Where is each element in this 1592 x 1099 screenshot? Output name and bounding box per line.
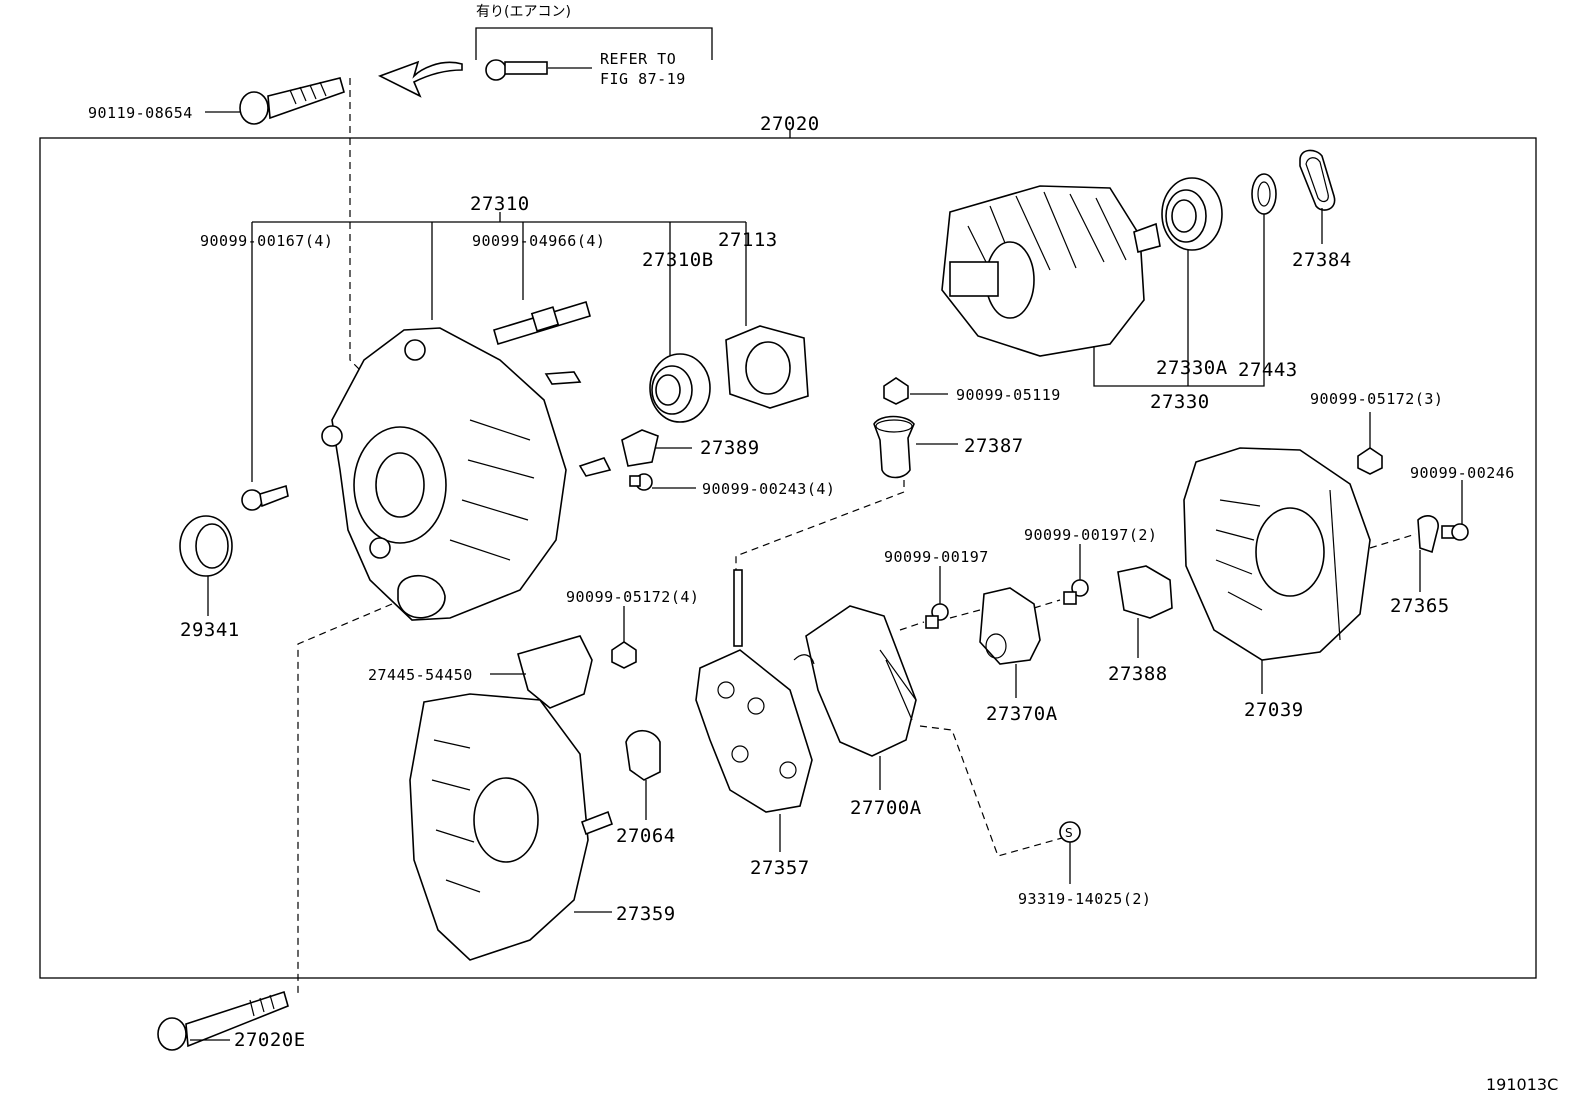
rectifier-27357: [695, 569, 813, 813]
figure-id: 191013C: [1486, 1075, 1558, 1094]
cover-27388: [1117, 565, 1173, 619]
ac-note: 有り(エアコン): [476, 4, 571, 20]
cap-27389: [621, 429, 659, 467]
rear-frame-27039: [1183, 447, 1371, 661]
bolt-90119: [239, 77, 345, 125]
refer-line-1: REFER TO: [600, 50, 676, 68]
insulator-27387: [873, 415, 915, 479]
label-27359: 27359: [616, 903, 676, 925]
label-27370A: 27370A: [986, 703, 1058, 725]
label-90099-05172-4: 90099-05172(4): [566, 588, 699, 606]
stud-90099-04966: [493, 300, 591, 346]
label-27700A: 27700A: [850, 797, 922, 819]
ac-note-bracket: [475, 27, 713, 60]
label-27330: 27330: [1150, 391, 1210, 413]
label-27365: 27365: [1390, 595, 1450, 617]
plate-27113: [725, 325, 809, 409]
label-90099-00167: 90099-00167(4): [200, 232, 333, 250]
bearing-27310B: [649, 353, 711, 423]
label-90099-00243: 90099-00243(4): [702, 480, 835, 498]
label-27113: 27113: [718, 229, 778, 251]
label-90099-00197: 90099-00197: [884, 548, 989, 566]
cap-27365: [1417, 515, 1439, 554]
screw-90099-00167: [241, 484, 289, 511]
label-27445-54450: 27445-54450: [368, 666, 473, 684]
label-27389: 27389: [700, 437, 760, 459]
nut-90099-05119: [883, 377, 909, 405]
label-90099-05119: 90099-05119: [956, 386, 1061, 404]
bolt-27020E: [157, 990, 289, 1051]
label-90119-08654: 90119-08654: [88, 104, 193, 122]
label-27039: 27039: [1244, 699, 1304, 721]
assembly-frame: [39, 137, 1537, 979]
refer-arrow: [377, 60, 463, 98]
label-27330A: 27330A: [1156, 357, 1228, 379]
cover-27064: [625, 729, 661, 781]
label-90099-05172-3: 90099-05172(3): [1310, 390, 1443, 408]
insulator-27445: [517, 635, 593, 709]
label-27310: 27310: [470, 193, 530, 215]
label-27020: 27020: [760, 113, 820, 135]
nut-90099-05172-3: [1357, 447, 1383, 475]
screw-90099-00243: [629, 473, 653, 491]
label-27443: 27443: [1238, 359, 1298, 381]
nut-90099-05172-4: [611, 641, 637, 669]
label-27310B: 27310B: [642, 249, 714, 271]
label-90099-04966: 90099-04966(4): [472, 232, 605, 250]
regulator-27700A: [793, 605, 917, 757]
label-27064: 27064: [616, 825, 676, 847]
label-27020E: 27020E: [234, 1029, 306, 1051]
label-29341: 29341: [180, 619, 240, 641]
label-90099-00246: 90099-00246: [1410, 464, 1515, 482]
cover-27384: [1299, 149, 1336, 211]
bearing-27330A: [1161, 177, 1223, 251]
label-27357: 27357: [750, 857, 810, 879]
svg-text:S: S: [1065, 826, 1073, 840]
label-90099-00197-2: 90099-00197(2): [1024, 526, 1157, 544]
washer-27443: [1251, 173, 1277, 215]
screw-90099-00246: [1441, 523, 1469, 541]
refer-line-2: FIG 87-19: [600, 70, 686, 88]
rear-housing-27359: [409, 693, 614, 961]
refer-bolt: [485, 59, 592, 81]
label-27388: 27388: [1108, 663, 1168, 685]
screw-90099-00197-2: [1063, 579, 1089, 605]
front-housing-27310: [321, 327, 612, 621]
label-27384: 27384: [1292, 249, 1352, 271]
brush-holder-27370A: [979, 587, 1041, 665]
rotor-27330: [941, 185, 1161, 357]
screw-90099-00197: [925, 603, 949, 629]
label-27387: 27387: [964, 435, 1024, 457]
cover-29341: [179, 515, 233, 577]
label-93319-14025: 93319-14025(2): [1018, 890, 1151, 908]
